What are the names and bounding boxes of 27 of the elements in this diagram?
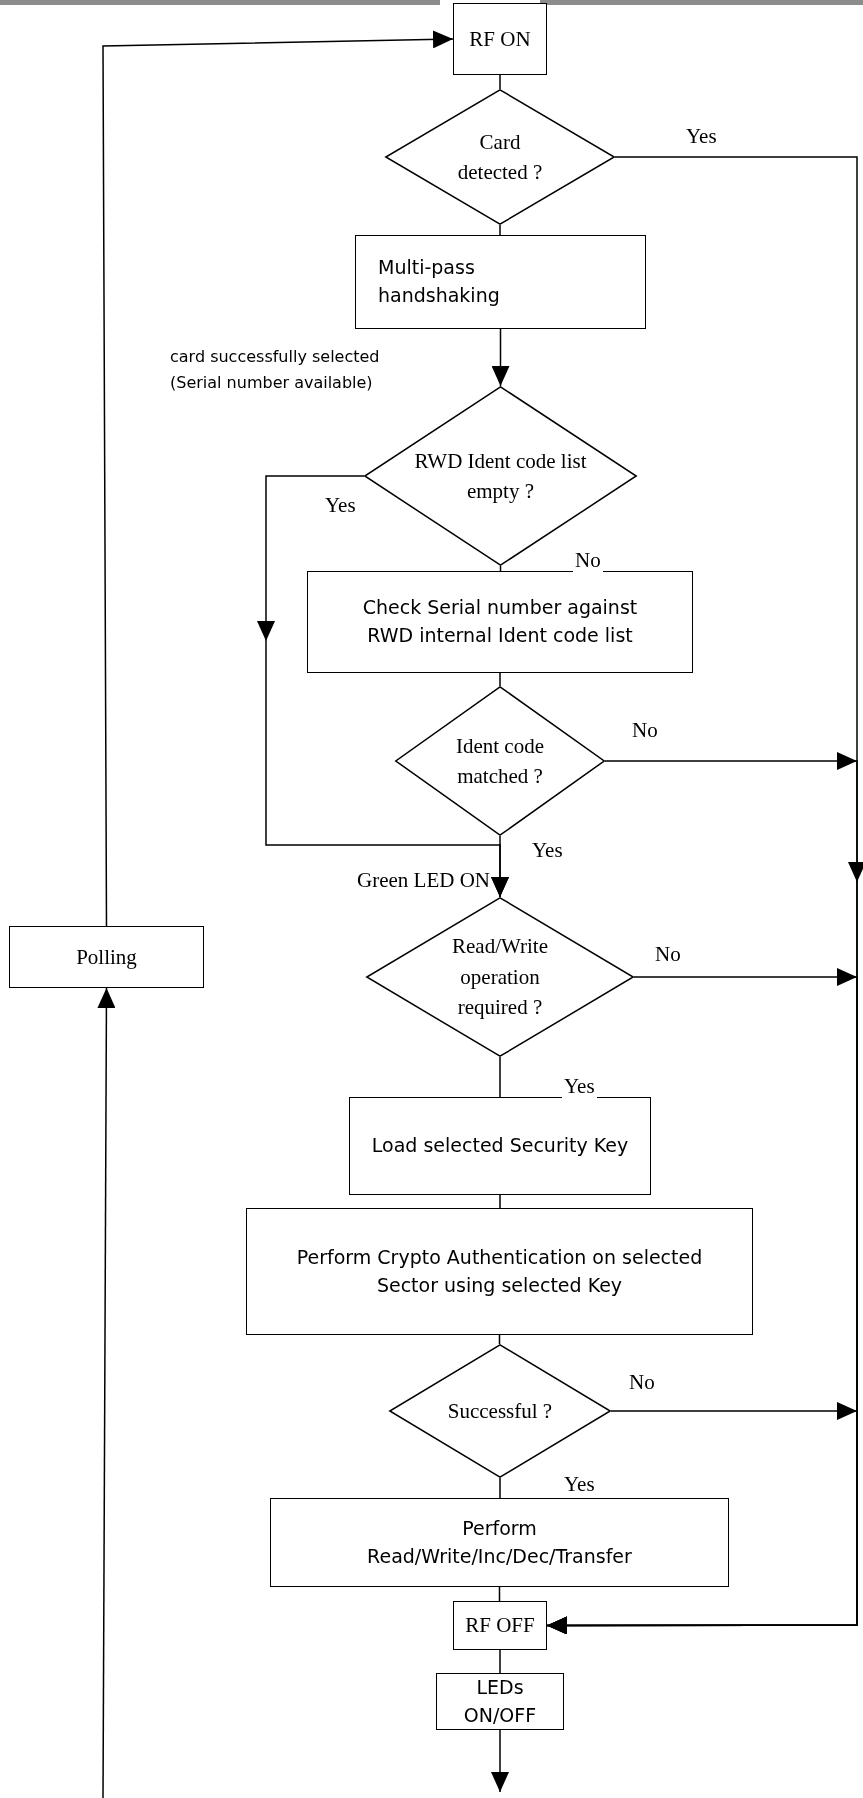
node-label: Polling [76,943,137,971]
node-label: RF OFF [465,1612,535,1640]
decision-diamond [389,1344,611,1478]
node-label: RWD Ident code list empty ? [413,447,588,505]
process-box [453,1601,547,1650]
node-label: Multi-pass handshaking [378,255,501,308]
process-box [307,571,693,673]
process-box [246,1208,753,1335]
node-label: Perform Read/Write/Inc/Dec/Transfer [366,1515,633,1569]
node-label: Read/Write operation required ? [451,933,549,1022]
node-label: Check Serial number against RWD internal Ident code list [361,595,639,648]
node-label: Load selected Security Key [371,1133,629,1159]
node-label: Perform Crypto Authentication on selected Sector using selected Key [295,1244,704,1298]
node-label: LEDs ON/OFF [462,1674,538,1728]
node-label: Card detected ? [456,128,544,186]
process-box [9,926,204,988]
node-label: Ident code matched ? [454,732,545,790]
process-box [453,3,547,75]
decision-diamond [395,686,605,836]
process-box [349,1097,651,1195]
node-label: RF ON [469,25,531,53]
process-box [436,1673,564,1730]
process-box [355,235,646,329]
decision-diamond [366,897,634,1057]
node-label: Successful ? [447,1397,553,1425]
process-box [270,1498,729,1587]
decision-diamond [385,89,615,225]
